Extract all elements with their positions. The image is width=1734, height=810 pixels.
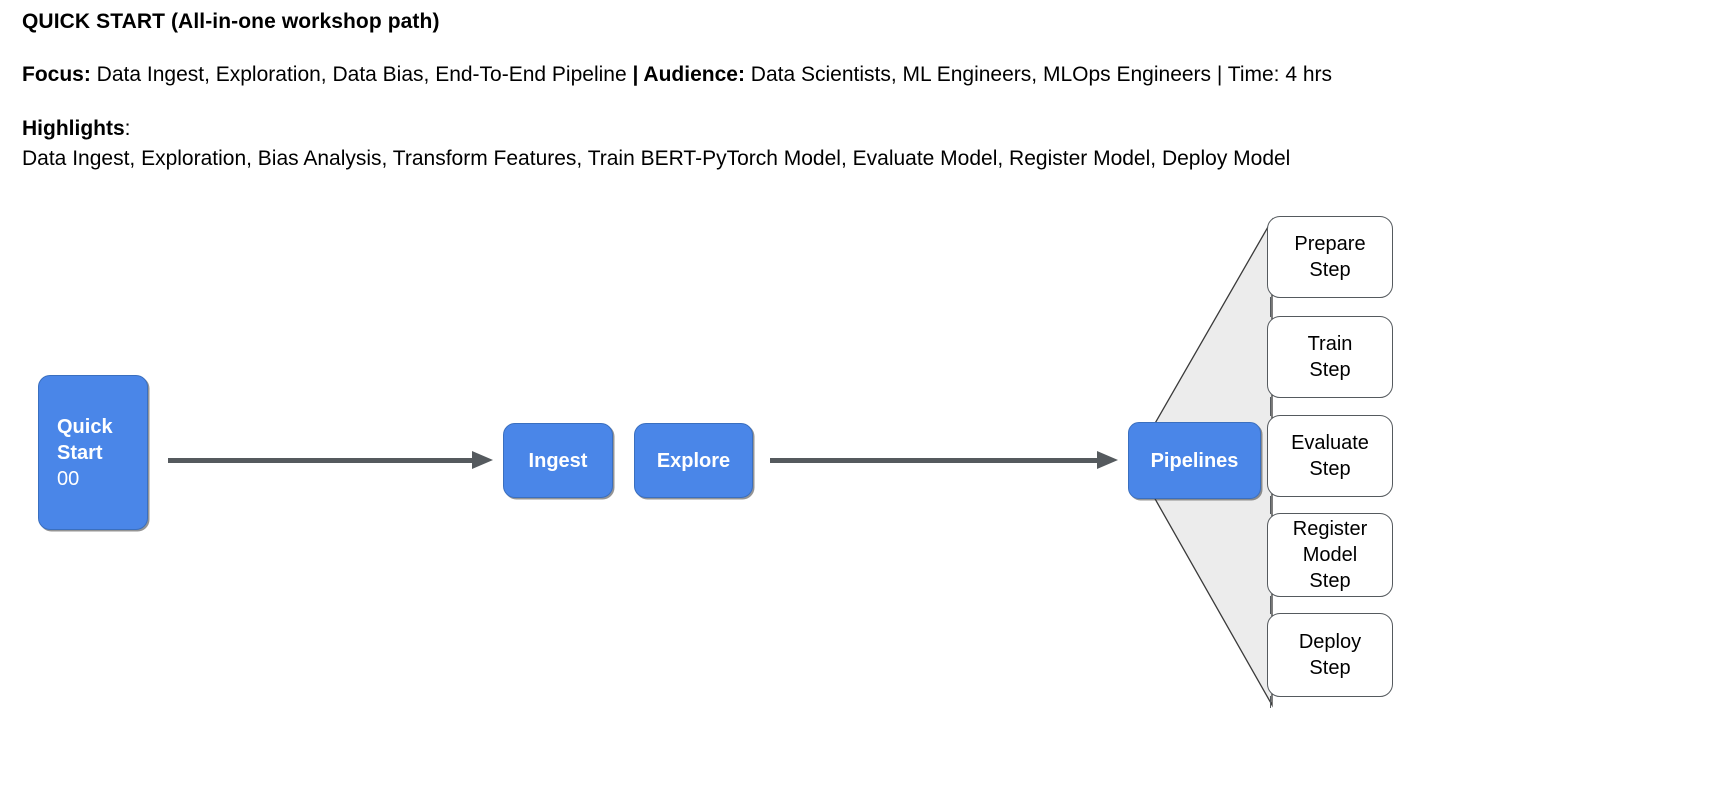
focus-value: Data Ingest, Exploration, Data Bias, End… xyxy=(90,63,633,86)
highlights-label: Highlights xyxy=(22,117,125,140)
node-explore-label: Explore xyxy=(656,449,731,472)
step-register-model[interactable]: Register Model Step xyxy=(1267,513,1393,597)
node-quick-start[interactable]: Quick Start 00 xyxy=(38,375,148,530)
step-deploy-line2: Step xyxy=(1309,657,1351,679)
step-connector-prepare-train xyxy=(1270,297,1272,317)
step-evaluate-line2: Step xyxy=(1309,458,1351,480)
focus-audience-line: Focus: Data Ingest, Exploration, Data Bi… xyxy=(22,60,1722,90)
node-quick-start-number: 00 xyxy=(57,467,80,490)
step-prepare-line1: Prepare xyxy=(1294,233,1366,255)
arrow-head-icon xyxy=(472,451,493,469)
step-train-line1: Train xyxy=(1307,333,1353,355)
step-deploy[interactable]: Deploy Step xyxy=(1267,613,1393,697)
node-pipelines[interactable]: Pipelines xyxy=(1128,422,1261,499)
node-quick-start-line1: Quick xyxy=(57,415,113,438)
step-deploy-line1: Deploy xyxy=(1298,631,1362,653)
highlights-block: Highlights: Data Ingest, Exploration, Bi… xyxy=(22,114,1722,174)
step-evaluate-line1: Evaluate xyxy=(1291,432,1369,454)
step-register-line3: Step xyxy=(1309,570,1351,592)
focus-label: Focus: xyxy=(22,63,91,86)
step-train-line2: Step xyxy=(1309,359,1351,381)
node-quick-start-text: Quick Start 00 xyxy=(57,414,113,492)
page-title: QUICK START (All-in-one workshop path) xyxy=(22,10,440,33)
node-quick-start-line2: Start xyxy=(57,441,103,464)
node-explore[interactable]: Explore xyxy=(634,423,753,498)
step-train[interactable]: Train Step xyxy=(1267,316,1393,398)
highlights-value: Data Ingest, Exploration, Bias Analysis,… xyxy=(22,147,1291,170)
step-connector-register-deploy xyxy=(1270,596,1272,614)
step-prepare[interactable]: Prepare Step xyxy=(1267,216,1393,298)
step-connector-deploy-tail xyxy=(1270,696,1272,708)
arrow-shaft xyxy=(770,458,1098,463)
step-evaluate[interactable]: Evaluate Step xyxy=(1267,415,1393,497)
audience-value: Data Scientists, ML Engineers, MLOps Eng… xyxy=(744,63,1333,86)
node-pipelines-label: Pipelines xyxy=(1150,449,1239,472)
pipelines-fan-connector xyxy=(1149,217,1273,708)
header-text-block: QUICK START (All-in-one workshop path) F… xyxy=(22,8,1722,174)
step-prepare-line2: Step xyxy=(1309,259,1351,281)
highlights-colon: : xyxy=(124,117,131,140)
workshop-flow-diagram: Quick Start 00 Ingest Explore Pipelines … xyxy=(0,200,1734,810)
step-register-line1: Register xyxy=(1292,518,1368,540)
arrow-head-icon xyxy=(1097,451,1118,469)
highlights-heading: Highlights: xyxy=(22,114,1722,144)
audience-label: Audience: xyxy=(643,63,745,86)
node-ingest-label: Ingest xyxy=(528,449,588,472)
arrow-shaft xyxy=(168,458,473,463)
node-ingest[interactable]: Ingest xyxy=(503,423,613,498)
arrow-quickstart-to-ingest xyxy=(168,451,493,469)
step-connector-train-evaluate xyxy=(1270,397,1272,416)
step-register-line2: Model xyxy=(1302,544,1358,566)
step-connector-evaluate-register xyxy=(1270,496,1272,514)
separator-pipe: | xyxy=(632,63,644,86)
arrow-explore-to-pipelines xyxy=(770,451,1118,469)
